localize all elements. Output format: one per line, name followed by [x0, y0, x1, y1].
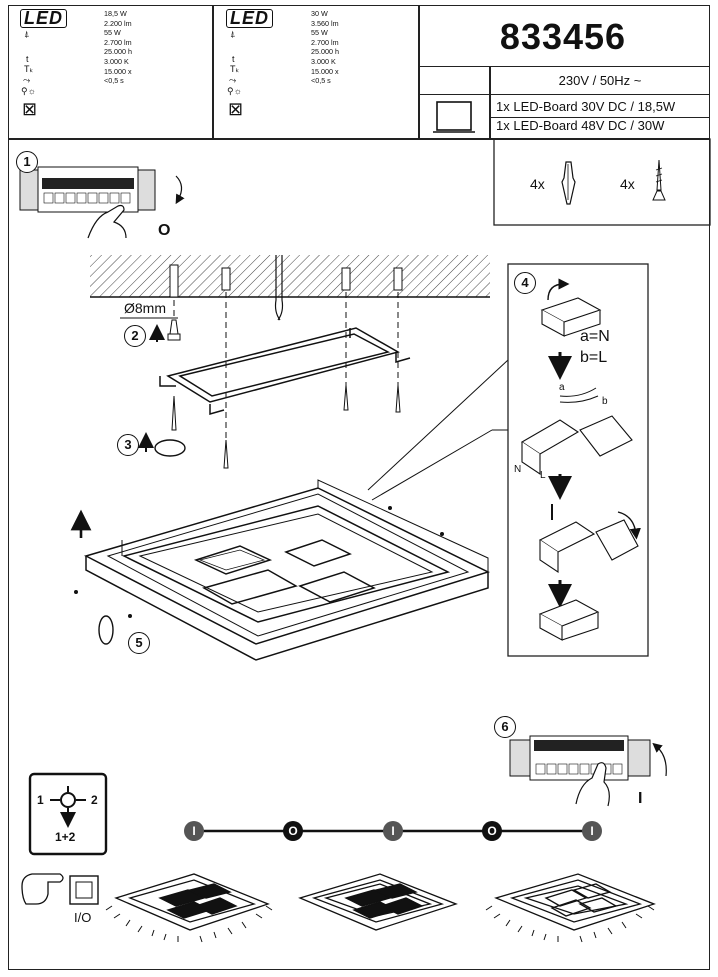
- led-board-line-1: 1x LED-Board 30V DC / 18,5W: [496, 99, 676, 114]
- spec-value: 3.560 lm: [311, 18, 339, 28]
- sequence-node: I: [383, 821, 403, 841]
- spec-value: 2.200 lm: [104, 18, 132, 28]
- parts-qty-plug: 4x: [530, 176, 545, 192]
- spec-value: 3.000 K: [311, 56, 336, 66]
- spec-value: 55 W: [104, 28, 121, 38]
- driver-symbol-icon: [433, 101, 475, 133]
- color-temp-label: Tₖ: [24, 64, 34, 74]
- spec-value: 55 W: [311, 28, 328, 38]
- no-dimmer-icon: ⊠: [22, 99, 38, 119]
- terminal-block-top: [540, 297, 602, 337]
- ceiling-anchors: [221, 267, 403, 291]
- step1-off-label: O: [158, 222, 171, 239]
- lamp-icon: ⍋: [230, 29, 236, 39]
- step-2-badge: 2: [124, 325, 146, 347]
- terminal-n-label: N: [514, 464, 522, 475]
- led-logo-right: LED: [226, 9, 273, 28]
- side-screws: [74, 506, 444, 618]
- step-6-badge: 6: [494, 716, 516, 738]
- switch-cycle-icon: ⤳: [229, 75, 237, 85]
- mode-label-bottom: 1+2: [55, 830, 76, 844]
- lamp-state-3: [494, 873, 656, 931]
- terminal-block-open: [520, 415, 633, 476]
- pointing-hand-icon: [21, 873, 64, 905]
- header-row-line-1: [418, 66, 710, 68]
- spec-value: 2.700 lm: [104, 37, 132, 47]
- luminaire-panel: [83, 479, 491, 661]
- step-5-badge: 5: [128, 632, 150, 654]
- sequence-node: I: [582, 821, 602, 841]
- ceiling-wires: [274, 255, 284, 321]
- led-logo-left: LED: [20, 9, 67, 28]
- time-label: t: [26, 54, 29, 64]
- header-row-line-3: [489, 117, 710, 118]
- mounting-bracket: [159, 327, 411, 415]
- light-rays: [105, 905, 655, 943]
- wiring-b-label: b=L: [580, 349, 608, 366]
- lamp-state-1: [114, 873, 270, 931]
- lamp-icon: ⍋: [24, 29, 30, 39]
- parts-box: [493, 138, 711, 226]
- terminal-l-label: L: [540, 470, 546, 481]
- wire-b-label: b: [602, 396, 608, 407]
- terminal-block-closing: [538, 519, 639, 574]
- spec-value: 3.000 K: [104, 56, 129, 66]
- screw-icon: [652, 159, 666, 201]
- step-4-badge: 4: [514, 272, 536, 294]
- mode-label-right: 2: [91, 793, 98, 807]
- breaker-panel-on: [509, 735, 667, 807]
- switch-cycle-icon: ⤳: [23, 75, 31, 85]
- sequence-node: I: [184, 821, 204, 841]
- step6-on-label: I: [638, 790, 643, 807]
- spec-value: <0,5 s: [104, 76, 124, 86]
- sequence-node: O: [482, 821, 502, 841]
- spec-value: 30 W: [311, 9, 328, 18]
- plug-step2: [167, 319, 181, 341]
- screws-step3: [171, 384, 401, 469]
- spec-value: 25.000 h: [311, 47, 339, 57]
- step-3-badge: 3: [117, 434, 139, 456]
- sequence-node: O: [283, 821, 303, 841]
- lamp-state-2: [298, 873, 458, 931]
- wiring-detail-box: [507, 263, 649, 657]
- color-temp-label: Tₖ: [230, 64, 240, 74]
- wiring-a-label: a=N: [580, 328, 610, 345]
- switch-io-label: I/O: [74, 910, 92, 925]
- wall-switch-icon: [69, 875, 99, 905]
- spec-value: <0,5 s: [311, 76, 331, 86]
- spec-value: 15.000 x: [104, 66, 132, 76]
- spec-value: 2.700 lm: [311, 37, 339, 47]
- led-board-line-2: 1x LED-Board 48V DC / 30W: [496, 118, 665, 133]
- spec-value: 15.000 x: [311, 66, 339, 76]
- start-time-icon: ⚲☼: [21, 86, 36, 96]
- spec-values-left: 18,5 W 2.200 lm 55 W 2.700 lm 25.000 h 3…: [104, 9, 132, 86]
- no-dimmer-icon: ⊠: [228, 99, 244, 119]
- article-number: 833456: [499, 16, 627, 57]
- instruction-sheet-frame: [8, 5, 710, 970]
- drill-diameter-label: Ø8mm: [124, 300, 166, 316]
- voltage-rating: 230V / 50Hz ~: [558, 73, 642, 88]
- breaker-panel-off: [19, 166, 185, 239]
- step-1-badge: 1: [16, 151, 38, 173]
- spec-value: 25.000 h: [104, 47, 132, 57]
- mode-label-left: 1: [37, 793, 44, 807]
- ceiling-hatch: [90, 255, 490, 297]
- header-divider-2: [418, 5, 420, 139]
- terminal-block-closed: [538, 599, 600, 641]
- header-bottom-line: [8, 138, 710, 140]
- spec-values-right: 30 W 3.560 lm 55 W 2.700 lm 25.000 h 3.0…: [311, 9, 339, 86]
- time-label: t: [232, 54, 235, 64]
- header-divider-1: [212, 5, 214, 139]
- start-time-icon: ⚲☼: [227, 86, 242, 96]
- switch-mode-box: [28, 772, 108, 856]
- header-divider-3: [489, 66, 491, 139]
- wire-a-label: a: [559, 382, 565, 393]
- spec-value: 18,5 W: [104, 9, 127, 18]
- wall-plug-icon: [561, 161, 576, 205]
- header-row-line-2: [418, 94, 710, 96]
- parts-qty-screw: 4x: [620, 176, 635, 192]
